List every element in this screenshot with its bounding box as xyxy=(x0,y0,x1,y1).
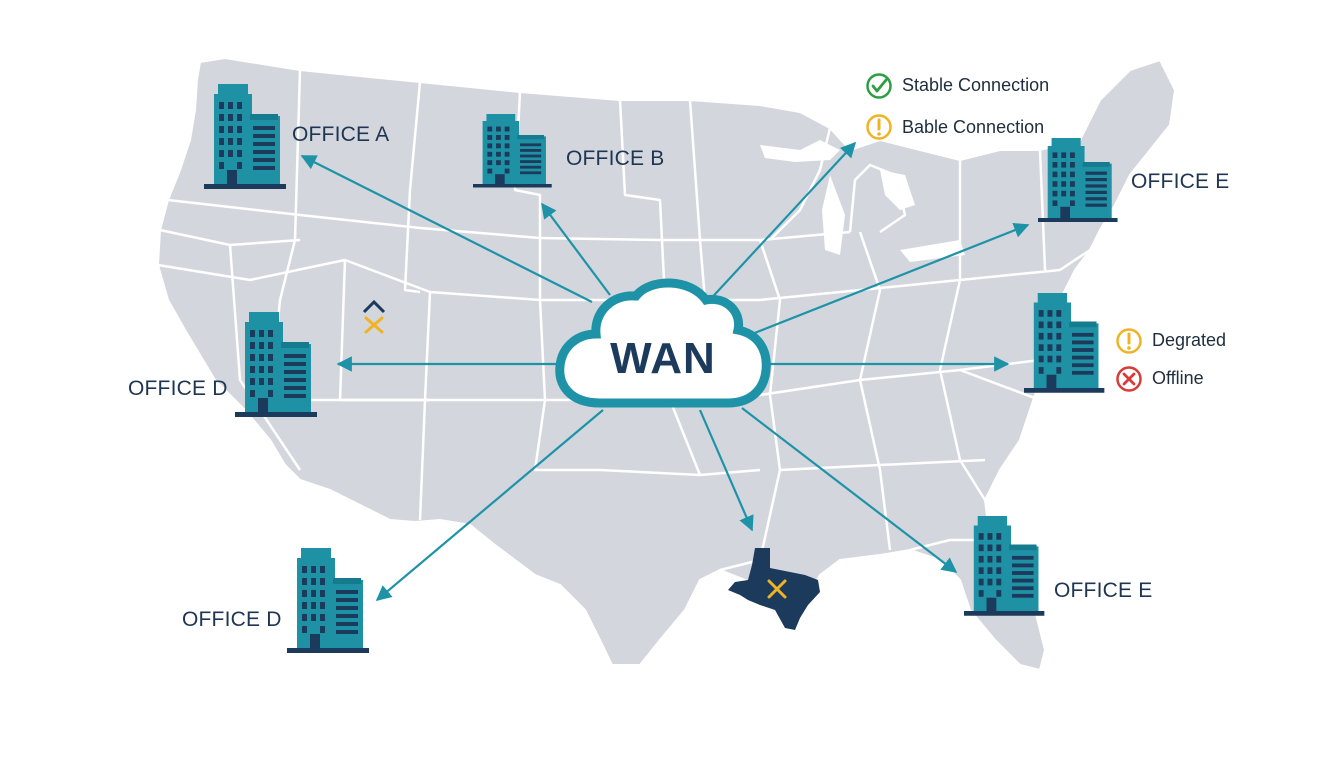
wan-label: WAN xyxy=(610,334,716,383)
link-office-e-top xyxy=(741,222,1030,340)
link-office-a xyxy=(300,155,593,303)
link-texas xyxy=(698,409,754,532)
texas-outage-region xyxy=(728,548,820,630)
link-office-b xyxy=(541,202,611,296)
wan-links xyxy=(300,141,1030,601)
check-circle-icon xyxy=(866,73,892,99)
x-circle-icon xyxy=(1116,366,1142,392)
office-e-top-label: OFFICE E xyxy=(1131,170,1230,193)
wan-cloud xyxy=(555,278,771,408)
legend-offline-label: Offline xyxy=(1152,368,1204,388)
office-a-label: OFFICE A xyxy=(292,123,390,146)
nevada-outage-marker-icon xyxy=(362,299,386,334)
office-b-label: OFFICE B xyxy=(566,147,665,170)
link-legend-top xyxy=(704,141,857,306)
legend-stable-label: Stable Connection xyxy=(902,75,1050,95)
warning-circle-icon xyxy=(1116,328,1142,354)
texas-outage-x-icon xyxy=(767,579,787,599)
link-office-e-se xyxy=(741,407,958,573)
office-d-sw-building-icon xyxy=(287,548,369,653)
office-d-west-label: OFFICE D xyxy=(128,377,228,400)
legend-degraded-label: Degrated xyxy=(1152,330,1227,350)
link-office-d-sw xyxy=(375,409,604,601)
warning-circle-icon xyxy=(866,114,892,140)
office-e-se-label: OFFICE E xyxy=(1054,579,1153,602)
office-d-sw-label: OFFICE D xyxy=(182,608,282,631)
office-e-se-building-icon xyxy=(964,516,1045,616)
legend-bable-label: Bable Connection xyxy=(902,117,1045,137)
office-right-building-icon xyxy=(1024,293,1105,393)
